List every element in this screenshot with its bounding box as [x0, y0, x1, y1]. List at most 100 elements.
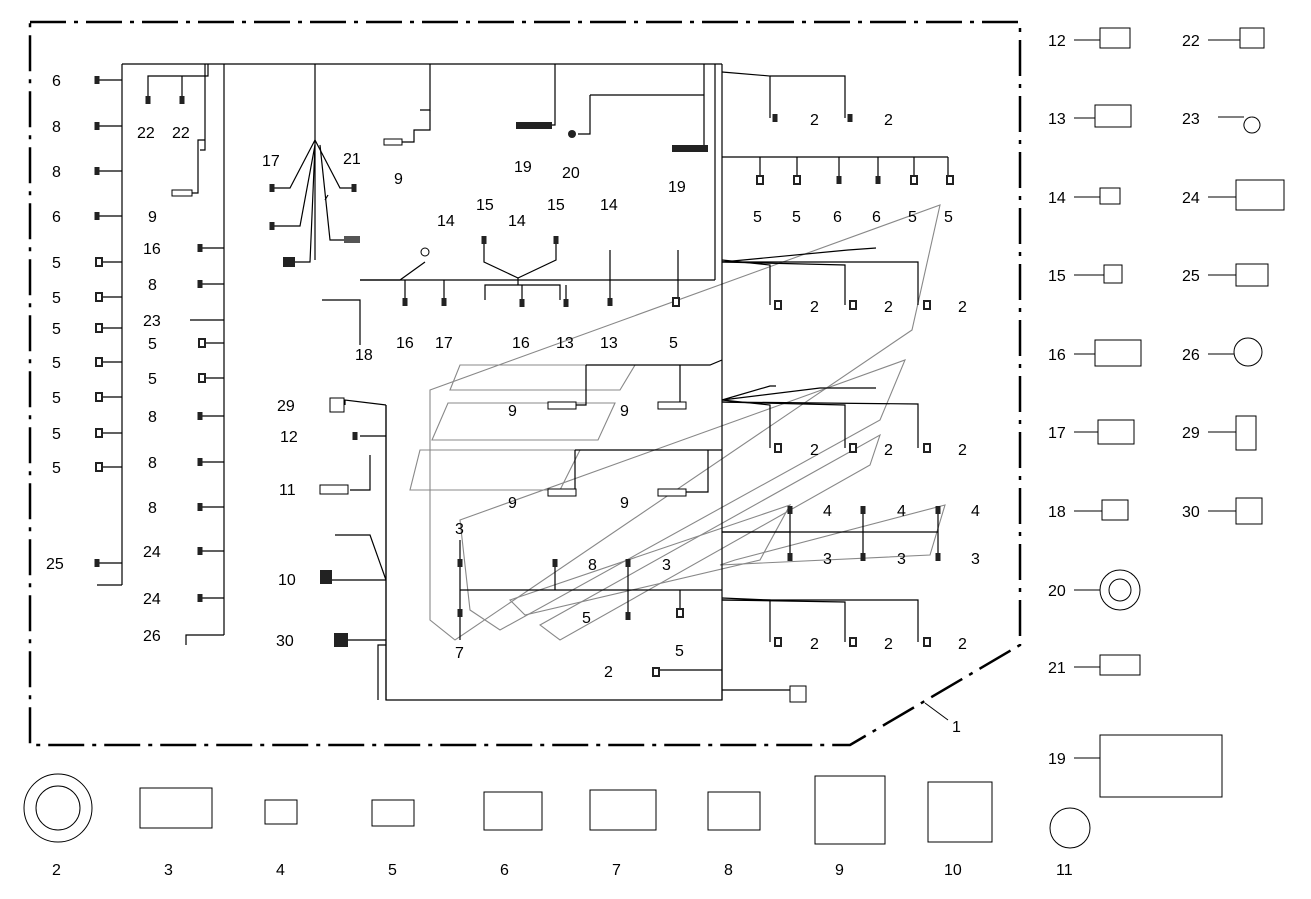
callout: 5: [792, 209, 801, 226]
callout: 2: [810, 636, 819, 653]
callout: 9: [508, 495, 517, 512]
callout: 2: [884, 636, 893, 653]
callout: 13: [600, 335, 618, 352]
callout: 22: [172, 125, 190, 142]
callout: 3: [897, 551, 906, 568]
part-number: 26: [1182, 347, 1200, 364]
callout: 16: [396, 335, 414, 352]
callout-labels: 1 6 8 8 6 5 5 5 5 5 5 5 25 16 8 23 5 5 8…: [46, 33, 1200, 879]
callout: 14: [600, 197, 618, 214]
part-number: 23: [1182, 111, 1200, 128]
callout: 2: [604, 664, 613, 681]
part-number: 22: [1182, 33, 1200, 50]
callout: 5: [52, 460, 61, 477]
callout: 8: [588, 557, 597, 574]
part-number: 10: [944, 862, 962, 879]
callout: 8: [148, 500, 157, 517]
callout: 26: [143, 628, 161, 645]
callout: 7: [455, 645, 464, 662]
callout: 14: [508, 213, 526, 230]
callout: 19: [668, 179, 686, 196]
parts-catalog-bottom: [23, 773, 1091, 849]
callout: 2: [884, 299, 893, 316]
callout: 2: [810, 442, 819, 459]
part-number: 7: [612, 862, 621, 879]
callout: 5: [52, 355, 61, 372]
callout: 25: [46, 556, 64, 573]
part-number: 24: [1182, 190, 1200, 207]
callout: 2: [958, 299, 967, 316]
callout: 5: [675, 643, 684, 660]
part-number: 18: [1048, 504, 1066, 521]
callout: 17: [435, 335, 453, 352]
callout: 8: [148, 409, 157, 426]
part-number: 16: [1048, 347, 1066, 364]
callout: 5: [52, 255, 61, 272]
callout: 3: [455, 521, 464, 538]
callout: 22: [137, 125, 155, 142]
callout: 29: [277, 398, 295, 415]
part-number: 30: [1182, 504, 1200, 521]
callout: 2: [958, 636, 967, 653]
callout: 9: [148, 209, 157, 226]
part-number: 8: [724, 862, 733, 879]
part-number: 11: [1056, 862, 1073, 879]
part-number: 9: [835, 862, 844, 879]
part-number: 14: [1048, 190, 1066, 207]
callout: 13: [556, 335, 574, 352]
callout: 9: [620, 495, 629, 512]
part-number: 21: [1048, 660, 1066, 677]
frame-callout: 1: [952, 719, 961, 736]
callout: 24: [143, 591, 161, 608]
callout: 5: [52, 426, 61, 443]
part-number: 20: [1048, 583, 1066, 600]
callout: 5: [52, 390, 61, 407]
part-number: 3: [164, 862, 173, 879]
part-number: 4: [276, 862, 285, 879]
callout: 5: [944, 209, 953, 226]
callout: 11: [279, 482, 296, 499]
part-number: 25: [1182, 268, 1200, 285]
callout: 5: [52, 321, 61, 338]
part-number: 2: [52, 862, 61, 879]
part-number: 29: [1182, 425, 1200, 442]
callout: 21: [343, 151, 361, 168]
callout: 12: [280, 429, 298, 446]
frame-callout-leader: [924, 702, 949, 721]
parts-leaders: [1074, 39, 1240, 759]
callout: 15: [476, 197, 494, 214]
part-number: 12: [1048, 33, 1066, 50]
callout: 30: [276, 633, 294, 650]
callout: 24: [143, 544, 161, 561]
callout: 8: [52, 164, 61, 181]
callout: 6: [52, 209, 61, 226]
callout: 23: [143, 313, 161, 330]
callout: 16: [512, 335, 530, 352]
callout: 5: [148, 336, 157, 353]
callout: 2: [810, 112, 819, 129]
callout: 5: [52, 290, 61, 307]
callout: 3: [823, 551, 832, 568]
callout: 19: [514, 159, 532, 176]
harness-frame: [28, 20, 1022, 747]
callout: 3: [662, 557, 671, 574]
parts-catalog-right: [1094, 27, 1285, 798]
callout: 6: [833, 209, 842, 226]
harness-board-outline: [409, 204, 946, 641]
callout: 20: [562, 165, 580, 182]
callout: 2: [958, 442, 967, 459]
callout: 8: [148, 455, 157, 472]
callout: 14: [437, 213, 455, 230]
callout: 16: [143, 241, 161, 258]
part-number: 6: [500, 862, 509, 879]
callout: 15: [547, 197, 565, 214]
callout: 9: [508, 403, 517, 420]
callout: 5: [908, 209, 917, 226]
callout: 4: [971, 503, 980, 520]
part-number: 5: [388, 862, 397, 879]
part-number: 13: [1048, 111, 1066, 128]
callout: 10: [278, 572, 296, 589]
part-number: 19: [1048, 751, 1066, 768]
